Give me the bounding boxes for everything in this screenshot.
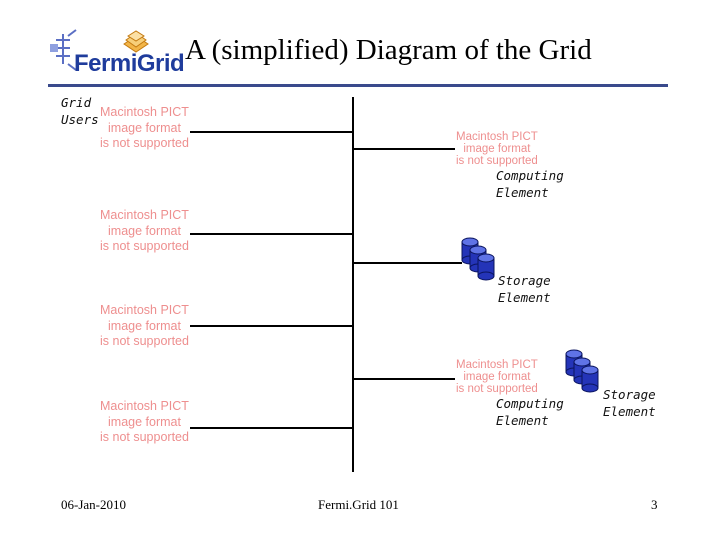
storage-disks-icon-2 [565, 349, 599, 393]
footer-title: Fermi.Grid 101 [318, 497, 399, 512]
fermigrid-logo [48, 18, 180, 80]
page-number: 3 [651, 497, 658, 512]
storage-disks-icon-1 [461, 237, 495, 281]
logo-wordmark: FermiGrid [74, 50, 185, 77]
grid-users-label-line1: Grid [61, 95, 92, 110]
logo-graphic [50, 29, 149, 71]
grid-users-label-line2: Users [61, 112, 99, 127]
grid-users-label: Grid Users [61, 94, 99, 128]
footer-date: 06-Jan-2010 [61, 497, 126, 512]
title-divider [48, 84, 668, 87]
page-title: A (simplified) Diagram of the Grid [185, 34, 592, 66]
